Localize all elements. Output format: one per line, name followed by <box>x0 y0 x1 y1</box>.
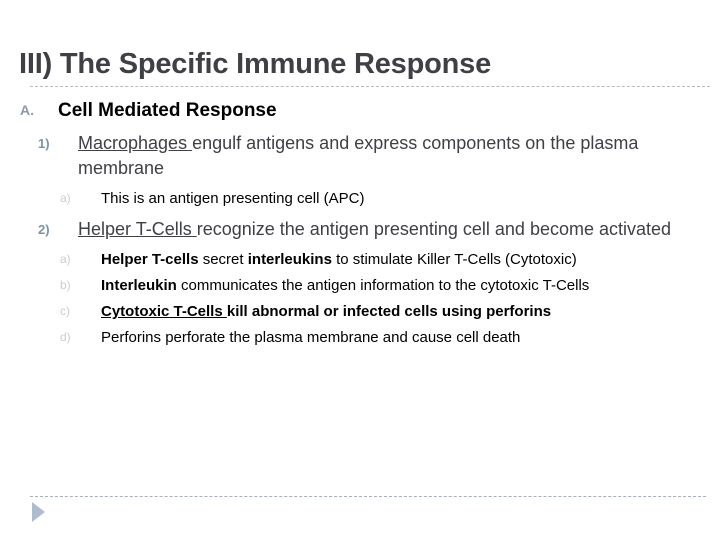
list-text-2: Helper T-Cells recognize the antigen pre… <box>64 217 720 242</box>
list-text-2a-p4: to stimulate Killer T-Cells (Cytotoxic) <box>331 251 577 268</box>
footer-decoration <box>0 496 720 522</box>
emphasis-cytotoxic-t-cells: Cytotoxic T-Cells <box>101 303 227 320</box>
list-marker-1: 1) <box>38 136 50 151</box>
title-divider <box>30 86 710 87</box>
list-text-2b: Interleukin communicates the antigen inf… <box>84 275 720 296</box>
section-heading: Cell Mediated Response <box>58 100 277 121</box>
list-item-2d: d) Perforins perforate the plasma membra… <box>0 327 720 348</box>
emphasis-interleukins: interleukins <box>247 251 332 268</box>
list-text-2d: Perforins perforate the plasma membrane … <box>101 329 521 346</box>
list-item-section-a: A. Cell Mediated Response <box>0 99 720 122</box>
list-item-1: 1) Macrophages engulf antigens and expre… <box>0 131 720 181</box>
list-text-2a-p2: secret <box>198 251 248 268</box>
body-content: A. Cell Mediated Response 1) Macrophages… <box>0 99 720 353</box>
list-item-1a: a) This is an antigen presenting cell (A… <box>0 188 720 209</box>
list-marker-2d: d) <box>60 330 71 344</box>
list-text-1a: This is an antigen presenting cell (APC) <box>101 190 365 207</box>
list-marker-2a: a) <box>60 252 71 266</box>
list-marker-2: 2) <box>38 222 50 237</box>
list-marker-2b: b) <box>60 278 71 292</box>
list-item-2: 2) Helper T-Cells recognize the antigen … <box>0 217 720 242</box>
list-text-2c: Cytotoxic T-Cells kill abnormal or infec… <box>84 301 720 322</box>
list-text-1: Macrophages engulf antigens and express … <box>64 131 720 181</box>
list-text-2c-p2: kill abnormal or infected cells using pe… <box>226 303 552 320</box>
list-text-2-rest: recognize the antigen presenting cell an… <box>196 219 672 239</box>
section-marker: A. <box>20 102 34 118</box>
title-block: III) The Specific Immune Response <box>0 48 720 87</box>
emphasis-macrophages: Macrophages <box>78 133 193 153</box>
emphasis-helper-t-cells: Helper T-Cells <box>78 219 197 239</box>
list-item-2b: b) Interleukin communicates the antigen … <box>0 275 720 296</box>
list-marker-2c: c) <box>60 304 70 318</box>
page-title: III) The Specific Immune Response <box>19 48 492 80</box>
emphasis-helper-t-cells-bold: Helper T-cells <box>101 251 199 268</box>
list-marker-1a: a) <box>60 191 71 205</box>
list-text-2a: Helper T-cells secret interleukins to st… <box>84 249 720 270</box>
emphasis-interleukin: Interleukin <box>101 277 177 294</box>
list-item-2c: c) Cytotoxic T-Cells kill abnormal or in… <box>0 301 720 322</box>
play-triangle-icon <box>32 502 45 522</box>
list-text-2b-p2: communicates the antigen information to … <box>176 277 590 294</box>
list-text-1-rest: engulf antigens and express components o… <box>78 133 639 178</box>
footer-divider <box>30 496 706 497</box>
list-item-2a: a) Helper T-cells secret interleukins to… <box>0 249 720 270</box>
